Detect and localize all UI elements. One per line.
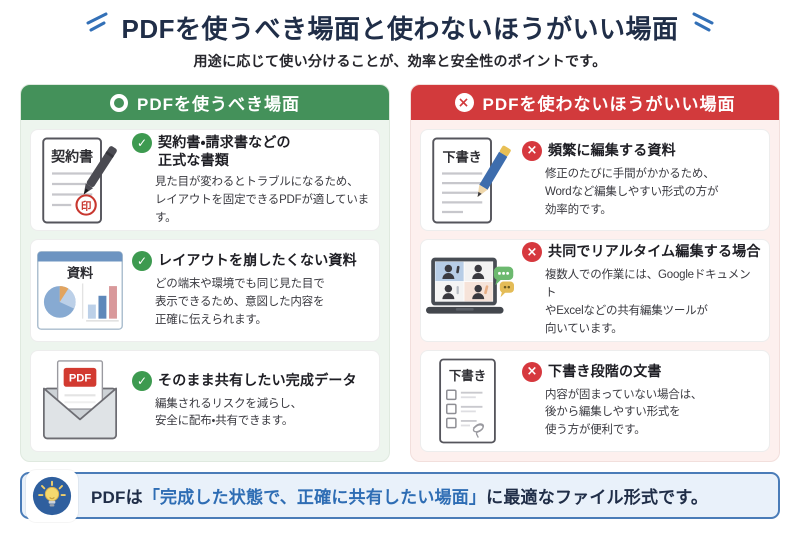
use-case-card-share: PDF ✓ そのまま共有したい完成データ 編集されるリスクを減らし、 安全に配布… bbox=[30, 349, 380, 452]
card-text: × 共同でリアルタイム編集する場合 複数人での作業には、Googleドキュメント… bbox=[522, 242, 761, 338]
avoid-pdf-heading: PDFを使わないほうがいい場面 bbox=[482, 95, 736, 114]
card-description: 編集されるリスクを減らし、 安全に配布・共有できます。 bbox=[155, 397, 302, 428]
use-pdf-panel-body: 契約書 印 bbox=[21, 120, 389, 461]
check-icon: ✓ bbox=[132, 132, 152, 153]
card-description: どの端末や環境でも同じ見た目で 表示できるため、意図した内容を 正確に伝えられま… bbox=[155, 278, 325, 326]
card-title: レイアウトを崩したくない資料 bbox=[158, 252, 357, 269]
video-call-laptop-illustration bbox=[426, 253, 514, 328]
stamp-icon bbox=[75, 193, 97, 216]
page-title: PDFを使うべき場面と使わないほうがいい場面 bbox=[121, 14, 679, 44]
card-title: 下書き段階の文書 bbox=[548, 362, 662, 379]
cross-icon: × bbox=[522, 242, 542, 263]
bar-chart-icon bbox=[86, 286, 119, 322]
stamp-label: 印 bbox=[81, 199, 92, 212]
card-text: × 下書き段階の文書 内容が固まっていない場合は、 後から編集しやすい形式を 使… bbox=[522, 361, 761, 440]
accent-dash-right-icon bbox=[692, 12, 713, 31]
envelope-pdf-illustration: PDF bbox=[36, 359, 124, 442]
pie-chart-icon bbox=[43, 286, 76, 318]
chat-bubble-green-icon bbox=[493, 266, 514, 286]
card-description: 複数人での作業には、Googleドキュメント やExcelなどの共有編集ツールが… bbox=[545, 269, 751, 335]
draft-checklist-illustration: 下書き bbox=[426, 357, 514, 445]
video-call-avatars bbox=[442, 264, 489, 300]
pen-icon bbox=[83, 145, 117, 195]
card-title: 頻繁に編集する資料 bbox=[548, 141, 676, 158]
avoid-case-card-draft-stage: 下書き bbox=[420, 349, 770, 452]
pdf-badge-label: PDF bbox=[69, 373, 92, 385]
use-pdf-panel-header: PDFを使うべき場面 bbox=[21, 85, 389, 120]
lightbulb-icon bbox=[32, 476, 72, 515]
use-case-card-layout: 資料 bbox=[30, 239, 380, 342]
contract-document-illustration: 契約書 印 bbox=[36, 135, 124, 226]
page-subtitle: 用途に応じて使い分けることが、効率と安全性のポイントです。 bbox=[193, 53, 607, 69]
accent-dash-left-icon bbox=[86, 12, 108, 31]
cross-icon: × bbox=[522, 361, 542, 382]
card-title: 契約書・請求書などの 正式な書類 bbox=[158, 133, 291, 168]
circle-cross-icon: × bbox=[454, 93, 474, 112]
avoid-pdf-panel: × PDFを使わないほうがいい場面 下書き bbox=[410, 84, 780, 462]
pencil-icon bbox=[477, 145, 511, 197]
pdf-badge bbox=[63, 368, 97, 388]
slide-charts-illustration: 資料 bbox=[36, 250, 124, 331]
lightbulb-card bbox=[26, 469, 78, 522]
use-pdf-panel: PDFを使うべき場面 契約書 bbox=[20, 84, 390, 462]
slide-label: 資料 bbox=[67, 264, 94, 280]
check-icon: ✓ bbox=[132, 251, 152, 272]
card-text: ✓ レイアウトを崩したくない資料 どの端末や環境でも同じ見た目で 表示できるため… bbox=[132, 251, 371, 329]
card-description: 内容が固まっていない場合は、 後から編集しやすい形式を 使う方が便利です。 bbox=[545, 388, 703, 437]
card-text: ✓ 契約書・請求書などの 正式な書類 見た目が変わるとトラブルになるため、 レイ… bbox=[132, 132, 371, 228]
cross-icon: × bbox=[522, 140, 542, 161]
avoid-case-card-frequent-edit: 下書き bbox=[420, 129, 770, 232]
card-text: ✓ そのまま共有したい完成データ 編集されるリスクを減らし、 安全に配布・共有で… bbox=[132, 370, 371, 432]
card-description: 見た目が変わるとトラブルになるため、 レイアウトを固定できるPDFが適しています… bbox=[155, 176, 369, 224]
card-title: そのまま共有したい完成データ bbox=[158, 371, 357, 388]
footer-highlight: 「完成した状態で、正確に共有したい場面」 bbox=[142, 488, 487, 507]
avoid-pdf-panel-header: × PDFを使わないほうがいい場面 bbox=[411, 85, 779, 120]
avoid-case-card-realtime: × 共同でリアルタイム編集する場合 複数人での作業には、Googleドキュメント… bbox=[420, 239, 770, 342]
check-icon: ✓ bbox=[132, 370, 152, 391]
contract-label: 契約書 bbox=[51, 148, 93, 164]
title-row: PDFを使うべき場面と使わないほうがいい場面 bbox=[0, 9, 800, 46]
draft-document-illustration: 下書き bbox=[426, 135, 514, 226]
checkbox-rows bbox=[446, 389, 483, 429]
footer-note: PDFは「完成した状態で、正確に共有したい場面」に最適なファイル形式です。 bbox=[20, 469, 780, 522]
footer-message: PDFは「完成した状態で、正確に共有したい場面」に最適なファイル形式です。 bbox=[91, 483, 708, 508]
avoid-pdf-panel-body: 下書き bbox=[411, 120, 779, 461]
footer-suffix: に最適なファイル形式です。 bbox=[486, 488, 709, 507]
comparison-columns: PDFを使うべき場面 契約書 bbox=[0, 84, 800, 462]
footer-prefix: PDFは bbox=[91, 488, 143, 507]
draft-label: 下書き bbox=[449, 368, 486, 383]
card-text: × 頻繁に編集する資料 修正のたびに手間がかかるため、 Wordなど編集しやすい… bbox=[522, 140, 761, 219]
chat-bubble-yellow-icon bbox=[499, 281, 514, 298]
circle-ok-icon bbox=[110, 93, 128, 112]
scribble-icon bbox=[472, 423, 485, 438]
draft-label: 下書き bbox=[442, 148, 481, 164]
card-description: 修正のたびに手間がかかるため、 Wordなど編集しやすい形式の方が 効率的です。 bbox=[545, 167, 719, 216]
header: PDFを使うべき場面と使わないほうがいい場面 用途に応じて使い分けることが、効率… bbox=[0, 0, 800, 71]
use-case-card-contract: 契約書 印 bbox=[30, 129, 380, 232]
use-pdf-heading: PDFを使うべき場面 bbox=[137, 95, 300, 114]
card-title: 共同でリアルタイム編集する場合 bbox=[548, 243, 761, 260]
